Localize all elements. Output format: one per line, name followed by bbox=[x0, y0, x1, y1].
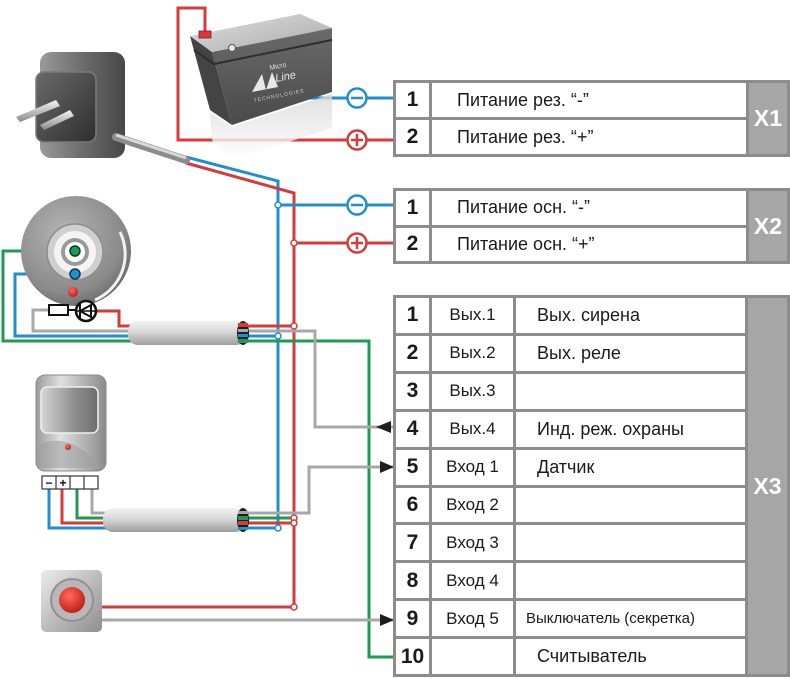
pin-label: Питание рез. “-” bbox=[432, 83, 746, 117]
adapter-cable bbox=[112, 133, 190, 164]
pir-motion-sensor: − + bbox=[35, 374, 249, 532]
pir-terminal-label: − bbox=[45, 476, 52, 490]
pin-description: Считыватель bbox=[516, 639, 745, 674]
pir-terminal-label: + bbox=[59, 476, 66, 490]
pir-cable bbox=[103, 508, 245, 532]
battery-brand-micro: Micro bbox=[269, 62, 287, 72]
plus-icon bbox=[346, 129, 368, 151]
pin-signal: Вход 3 bbox=[432, 525, 513, 561]
pin-signal: Вых.1 bbox=[432, 298, 513, 333]
battery-reflection bbox=[210, 94, 332, 160]
pin-description: Инд. реж. охраны bbox=[516, 411, 745, 447]
reader-cable bbox=[128, 321, 246, 345]
pin-number: 2 bbox=[396, 120, 429, 154]
reader-data-contact bbox=[69, 245, 81, 257]
backup-battery: Micro Line TECHNOLOGIES bbox=[190, 14, 333, 160]
pin-number: 8 bbox=[396, 563, 429, 599]
pin-signal: Вход 5 bbox=[432, 601, 513, 637]
battery-logo-icon bbox=[252, 72, 278, 92]
resistor-icon bbox=[48, 304, 69, 316]
pin-signal: Вход 1 bbox=[432, 449, 513, 485]
pin-signal: Вых.2 bbox=[432, 335, 513, 371]
pin-signal: Вых.4 bbox=[432, 411, 513, 447]
pin-description: Выключатель (секретка) bbox=[516, 601, 745, 637]
junction-dot bbox=[290, 519, 298, 527]
pin-description: Вых. реле bbox=[516, 335, 745, 371]
pin-description bbox=[516, 487, 745, 523]
pin-number: 7 bbox=[396, 525, 429, 561]
button-red-cap bbox=[59, 587, 85, 613]
wire-pir-alarm bbox=[90, 465, 393, 515]
touch-memory-reader bbox=[21, 196, 249, 345]
pin-label: Питание рез. “+” bbox=[432, 120, 746, 154]
power-adapter bbox=[16, 52, 190, 164]
battery-lid-edge bbox=[193, 39, 333, 66]
arrow-right-icon bbox=[380, 461, 394, 473]
pin-number: 3 bbox=[396, 373, 429, 409]
pin-number: 1 bbox=[396, 298, 429, 333]
wire-main-positive-bus bbox=[185, 161, 296, 607]
battery-side bbox=[190, 36, 232, 125]
adapter-pin bbox=[40, 110, 74, 130]
pin-number: 1 bbox=[396, 83, 429, 117]
connector-label: X2 bbox=[749, 191, 787, 261]
pin-number: 2 bbox=[396, 227, 429, 261]
pin-number: 6 bbox=[396, 487, 429, 523]
arrow-left-icon bbox=[376, 421, 391, 433]
junction-dot bbox=[290, 239, 298, 247]
pin-description bbox=[516, 525, 745, 561]
pin-description: Датчик bbox=[516, 449, 745, 485]
battery-positive-terminal bbox=[198, 30, 212, 39]
led-symbol-icon bbox=[74, 299, 98, 323]
pir-lens-window bbox=[40, 386, 99, 434]
junction-dot bbox=[274, 201, 282, 209]
pin-signal bbox=[432, 639, 513, 674]
wire-main-negative-bus bbox=[185, 155, 280, 528]
minus-icon bbox=[346, 194, 368, 216]
pin-label: Питание осн. “+” bbox=[432, 227, 746, 261]
junction-dot bbox=[274, 332, 282, 340]
connector-label: X1 bbox=[749, 83, 787, 154]
junction-dot bbox=[290, 322, 298, 330]
connector-x1: 1 Питание рез. “-” X1 2 Питание рез. “+” bbox=[393, 80, 790, 157]
adapter-pin bbox=[16, 100, 60, 122]
reader-cable-end bbox=[237, 321, 249, 345]
pin-number: 2 bbox=[396, 335, 429, 371]
pin-number: 1 bbox=[396, 191, 429, 225]
pin-signal: Вых.3 bbox=[432, 373, 513, 409]
junction-dot bbox=[274, 524, 282, 532]
pin-label: Питание осн. “-” bbox=[432, 191, 746, 225]
pir-terminal-block: − + bbox=[41, 475, 99, 490]
pin-description bbox=[516, 373, 745, 409]
reader-led-indicator bbox=[68, 287, 78, 297]
battery-top bbox=[190, 14, 332, 52]
plus-icon bbox=[346, 232, 368, 254]
minus-icon bbox=[346, 87, 368, 109]
connector-label: X3 bbox=[748, 298, 787, 674]
pir-led-indicator bbox=[65, 444, 71, 450]
pin-number: 9 bbox=[396, 601, 429, 637]
pin-number: 4 bbox=[396, 411, 429, 447]
pir-cable-end bbox=[237, 508, 249, 532]
pin-signal: Вход 2 bbox=[432, 487, 513, 523]
connector-x2: 1 Питание осн. “-” X2 2 Питание осн. “+” bbox=[393, 188, 790, 264]
pin-signal: Вход 4 bbox=[432, 563, 513, 599]
junctions bbox=[274, 201, 298, 611]
reader-ground-contact bbox=[69, 268, 81, 280]
junction-dot bbox=[290, 603, 298, 611]
push-button bbox=[41, 570, 102, 632]
pin-description: Вых. сирена bbox=[516, 298, 745, 333]
connector-x3: X3 1 Вых.1 Вых. сирена 2 Вых.2 Вых. реле… bbox=[393, 295, 790, 677]
battery-brand-line: Line bbox=[274, 69, 297, 85]
pin-description bbox=[516, 563, 745, 599]
arrow-right-icon bbox=[380, 614, 394, 626]
pin-number: 5 bbox=[396, 449, 429, 485]
pin-number: 10 bbox=[396, 639, 429, 674]
battery-negative-terminal bbox=[228, 44, 236, 52]
